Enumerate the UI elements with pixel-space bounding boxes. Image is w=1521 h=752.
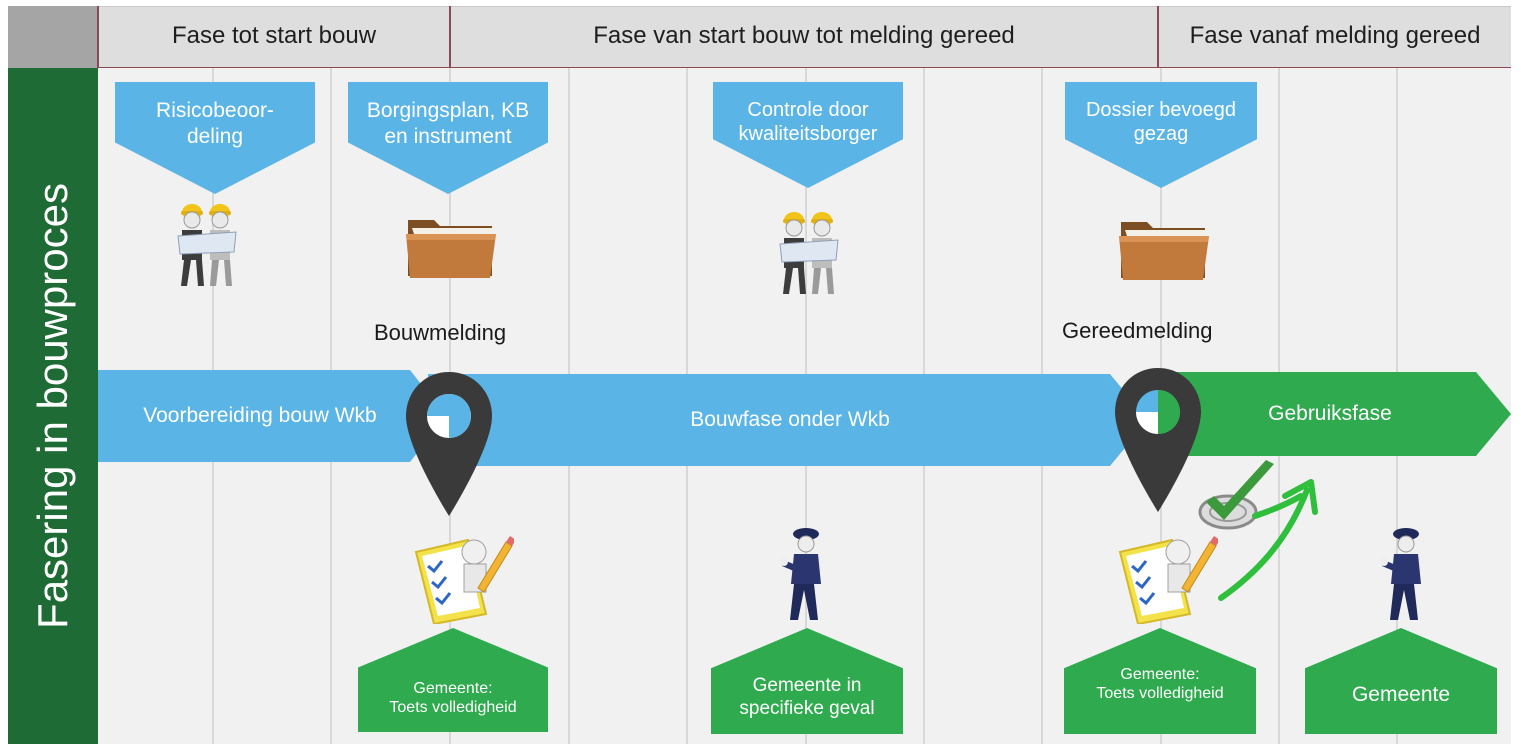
arrow-construction bbox=[428, 374, 1148, 466]
header-divider bbox=[97, 6, 99, 68]
construction-workers-icon bbox=[779, 212, 839, 294]
header-divider bbox=[1157, 6, 1159, 68]
timeline-arrows bbox=[98, 370, 1511, 466]
folder-icon bbox=[1119, 222, 1209, 280]
clipboard-check-icon bbox=[414, 536, 514, 624]
location-pin-icon bbox=[1115, 368, 1201, 512]
side-strip bbox=[8, 68, 98, 744]
folder-icon bbox=[406, 220, 496, 278]
phase-header bbox=[98, 6, 1511, 69]
side-title-box: Fasering in bouwproces bbox=[8, 68, 98, 744]
green-arrow-icon bbox=[1218, 479, 1318, 601]
timeline-label-construction: Bouwfase onder Wkb bbox=[690, 408, 890, 431]
arrow-usage bbox=[1158, 372, 1511, 456]
checkmark-seal-icon bbox=[1198, 460, 1274, 530]
arrow-preparation bbox=[98, 370, 446, 462]
phase-label-construction: Fase van start bouw tot melding gereed bbox=[593, 22, 1015, 49]
inspector-icon bbox=[780, 528, 821, 620]
header-divider bbox=[449, 6, 451, 68]
phase-label-pre-construction: Fase tot start bouw bbox=[171, 22, 377, 49]
phase-label-completion: Fase vanaf melding gereed bbox=[1189, 22, 1481, 49]
timeline-label-preparation: Voorbereiding bouw Wkb bbox=[143, 404, 377, 427]
location-pin-icon bbox=[406, 372, 492, 516]
milestone-completion-notice: Gereedmelding bbox=[1062, 318, 1213, 343]
inspector-icon bbox=[1380, 528, 1421, 620]
construction-workers-icon bbox=[177, 204, 237, 286]
timeline-label-usage: Gebruiksfase bbox=[1268, 402, 1392, 425]
header-corner bbox=[8, 6, 98, 68]
clipboard-check-icon bbox=[1118, 536, 1218, 624]
callout-risk-assessment: Risicobeoor- deling bbox=[115, 82, 315, 194]
side-title: Fasering in bouwproces bbox=[29, 183, 76, 629]
milestone-construction-notice: Bouwmelding bbox=[374, 320, 507, 345]
